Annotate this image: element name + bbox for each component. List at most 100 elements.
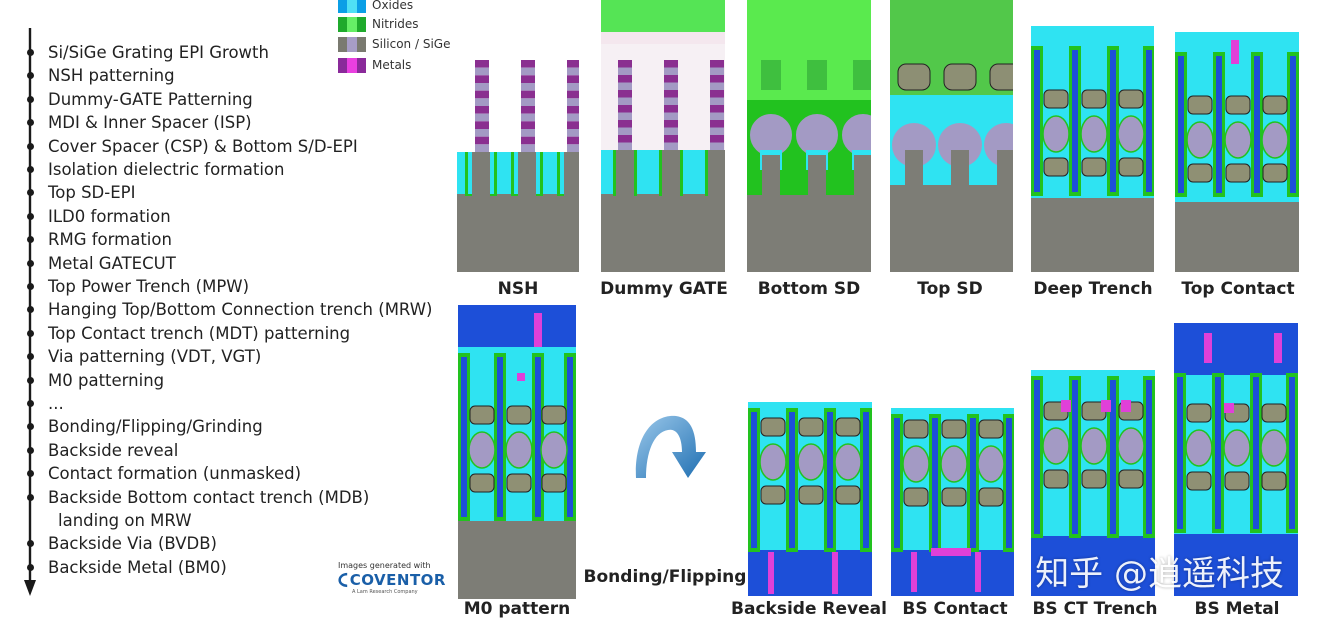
step-bullet-icon bbox=[26, 470, 34, 478]
process-step: Top Contact trench (MDT) patterning bbox=[24, 322, 350, 345]
panel-top-contact bbox=[1175, 32, 1299, 272]
step-bullet-icon bbox=[26, 49, 34, 56]
panel-top-sd bbox=[890, 0, 1013, 272]
legend-item: Oxides bbox=[338, 0, 413, 14]
legend-swatch bbox=[338, 57, 366, 73]
process-step: RMG formation bbox=[24, 228, 172, 251]
panel-label-deep-trench: Deep Trench bbox=[1033, 279, 1153, 299]
panel-m0-pattern bbox=[458, 305, 576, 599]
step-bullet-icon bbox=[26, 283, 34, 290]
process-step-label: Hanging Top/Bottom Connection trench (MR… bbox=[48, 300, 433, 320]
process-step-label: Bonding/Flipping/Grinding bbox=[48, 417, 263, 437]
process-step: Backside Via (BVDB) bbox=[24, 532, 217, 555]
step-bullet-icon bbox=[26, 189, 34, 197]
process-step: Hanging Top/Bottom Connection trench (MR… bbox=[24, 298, 432, 321]
legend-label: Silicon / SiGe bbox=[372, 37, 451, 51]
step-bullet-icon bbox=[26, 236, 34, 244]
process-step-label: Backside reveal bbox=[48, 440, 179, 460]
process-step: NSH patterning bbox=[24, 64, 175, 87]
legend-item: Metals bbox=[338, 56, 411, 74]
flip-arrow-icon bbox=[635, 415, 706, 478]
process-step-label: Via patterning (VDT, VGT) bbox=[48, 347, 262, 367]
legend-label: Oxides bbox=[372, 0, 414, 12]
step-bullet-icon bbox=[26, 306, 34, 314]
coventor-brand: COVENTOR bbox=[349, 571, 446, 589]
process-step: Backside Bottom contact trench (MDB) bbox=[24, 486, 369, 509]
process-step: Backside reveal bbox=[24, 439, 178, 462]
step-bullet-icon bbox=[26, 376, 34, 384]
step-bullet-icon bbox=[26, 563, 34, 571]
process-step-label: Top Power Trench (MPW) bbox=[48, 277, 250, 296]
panel-label-nsh: NSH bbox=[497, 279, 539, 299]
panel-nsh bbox=[457, 60, 579, 272]
process-step-label: Backside Via (BVDB) bbox=[48, 534, 217, 554]
credit-tagline: A Lam Research Company bbox=[352, 589, 418, 595]
coventor-credit: Images generated with COVENTOR A Lam Res… bbox=[338, 561, 446, 595]
step-bullet-icon bbox=[26, 400, 34, 407]
legend-label: Metals bbox=[372, 58, 412, 72]
panel-label-top-contact: Top Contact bbox=[1181, 279, 1295, 299]
step-bullet-icon bbox=[26, 493, 34, 501]
process-step-label: ... bbox=[48, 394, 64, 413]
panel-label-dummy-gate: Dummy GATE bbox=[600, 279, 728, 299]
panel-label-backside-reveal: Backside Reveal bbox=[731, 599, 887, 619]
panel-dummy-gate bbox=[601, 0, 725, 272]
legend-label: Nitrides bbox=[372, 17, 419, 31]
legend-swatch bbox=[338, 16, 366, 32]
step-bullet-icon bbox=[26, 353, 34, 361]
step-bullet-icon bbox=[26, 540, 34, 548]
process-step: Via patterning (VDT, VGT) bbox=[24, 345, 261, 368]
process-step-label: Si/SiGe Grating EPI Growth bbox=[48, 43, 269, 62]
watermark: 知乎 @逍遥科技 bbox=[1035, 554, 1284, 594]
process-step: Metal GATECUT bbox=[24, 252, 176, 275]
step-bullet-icon bbox=[26, 166, 34, 173]
legend-swatch bbox=[338, 0, 366, 13]
panel-bs-metal bbox=[1174, 323, 1298, 596]
process-step-label: Backside Bottom contact trench (MDB) bbox=[48, 487, 370, 507]
process-step: MDI & Inner Spacer (ISP) bbox=[24, 111, 252, 134]
panel-label-top-sd: Top SD bbox=[917, 279, 983, 299]
process-step-label: Cover Spacer (CSP) & Bottom S/D-EPI bbox=[48, 136, 358, 156]
process-step: M0 patterning bbox=[24, 369, 164, 392]
step-bullet-icon bbox=[26, 142, 34, 150]
process-step: Backside Metal (BM0) bbox=[24, 556, 227, 579]
legend-swatch bbox=[338, 36, 366, 52]
step-bullet-icon bbox=[26, 95, 34, 103]
step-bullet-icon bbox=[26, 72, 34, 80]
process-step-label: Contact formation (unmasked) bbox=[48, 464, 302, 484]
panel-bs-ct-trench bbox=[1031, 370, 1155, 596]
process-step-label: landing on MRW bbox=[58, 511, 192, 530]
step-bullet-icon bbox=[26, 212, 34, 220]
step-bullet-icon bbox=[26, 259, 34, 267]
panel-label-bs-contact: BS Contact bbox=[902, 599, 1008, 619]
process-step-label: Top Contact trench (MDT) patterning bbox=[48, 323, 351, 343]
process-step: Contact formation (unmasked) bbox=[24, 462, 301, 485]
process-step-label: NSH patterning bbox=[48, 66, 175, 86]
coventor-logo-icon bbox=[338, 572, 348, 588]
panel-label-bs-ct-trench: BS CT Trench bbox=[1032, 599, 1158, 619]
credit-line: Images generated with bbox=[338, 561, 431, 570]
step-bullet-icon bbox=[26, 329, 34, 337]
process-step-label: RMG formation bbox=[48, 230, 172, 250]
process-step: Top SD-EPI bbox=[24, 181, 135, 204]
process-step: ... bbox=[24, 392, 64, 415]
process-step: Si/SiGe Grating EPI Growth bbox=[24, 41, 269, 64]
process-step-label: Backside Metal (BM0) bbox=[48, 557, 227, 577]
step-bullet-icon bbox=[26, 119, 34, 127]
panel-backside-reveal bbox=[748, 402, 872, 596]
legend-item: Nitrides bbox=[338, 15, 419, 33]
process-step: Cover Spacer (CSP) & Bottom S/D-EPI bbox=[24, 135, 358, 158]
panel-label-bottom-sd: Bottom SD bbox=[757, 279, 861, 299]
legend-item: Silicon / SiGe bbox=[338, 35, 450, 53]
process-step: ILD0 formation bbox=[24, 205, 171, 228]
process-step: Isolation dielectric formation bbox=[24, 158, 284, 181]
process-step-label: Isolation dielectric formation bbox=[48, 160, 285, 179]
step-bullet-icon bbox=[26, 446, 34, 454]
process-step: Top Power Trench (MPW) bbox=[24, 275, 249, 298]
panel-bottom-sd bbox=[747, 0, 871, 272]
process-step-label: ILD0 formation bbox=[48, 206, 171, 226]
process-step-label: M0 patterning bbox=[48, 370, 165, 390]
panel-deep-trench bbox=[1031, 26, 1154, 272]
process-step-label: Dummy-GATE Patterning bbox=[48, 89, 253, 109]
process-step: Bonding/Flipping/Grinding bbox=[24, 415, 263, 438]
